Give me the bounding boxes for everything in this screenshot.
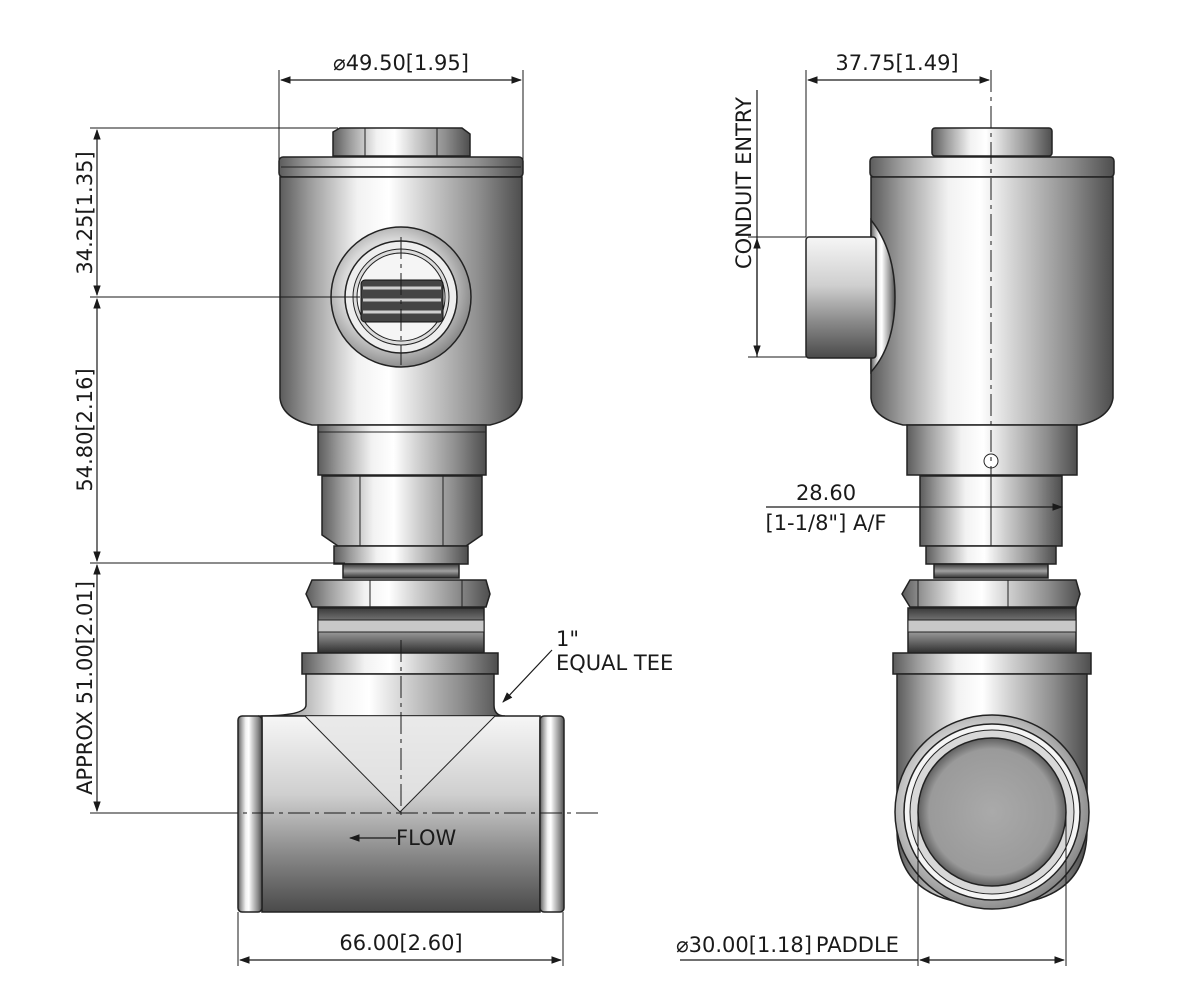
side-view — [805, 70, 1115, 910]
dim-approx-height: APPROX 51.00[2.01] — [73, 581, 97, 795]
front-lock-nut — [305, 579, 491, 608]
front-dimensions: ⌀49.50[1.95] 34.25[1.35] 54.80[2.16] APP… — [73, 51, 673, 966]
flow-label: FLOW — [396, 826, 457, 850]
front-hex-nut — [321, 475, 483, 547]
tee-label-type: EQUAL TEE — [556, 651, 673, 675]
dim-body-height: 54.80[2.16] — [73, 368, 97, 491]
paddle-bore — [917, 737, 1067, 887]
tee-label-size: 1" — [556, 627, 579, 651]
side-dimensions: 37.75[1.49] CONDUIT ENTRY 28.60 [1-1/8"]… — [676, 51, 1067, 966]
dim-hex-af-note: [1-1/8"] A/F — [766, 511, 887, 535]
dim-paddle-diameter: ⌀30.00[1.18]PADDLE — [676, 933, 899, 957]
front-tee-ring — [301, 652, 499, 675]
dim-tee-length: 66.00[2.60] — [339, 931, 462, 955]
side-housing — [870, 176, 1114, 426]
dim-conduit-offset: 37.75[1.49] — [835, 51, 958, 75]
dim-head-height: 34.25[1.35] — [73, 151, 97, 274]
front-tee-end-right — [539, 715, 565, 913]
tee-leader — [502, 649, 553, 703]
front-view: FLOW — [180, 127, 600, 913]
side-conduit-boss — [870, 217, 896, 374]
front-cap-hex — [332, 127, 471, 157]
dim-body-diameter: ⌀49.50[1.95] — [333, 51, 469, 75]
side-tee-opening — [894, 714, 1090, 910]
front-neck — [317, 424, 487, 476]
dim-hex-af-value: 28.60 — [796, 481, 856, 505]
front-tee-end-left — [237, 715, 263, 913]
front-tee-branch — [257, 673, 506, 717]
conduit-entry-label: CONDUIT ENTRY — [732, 97, 756, 269]
conduit-port — [330, 226, 472, 368]
